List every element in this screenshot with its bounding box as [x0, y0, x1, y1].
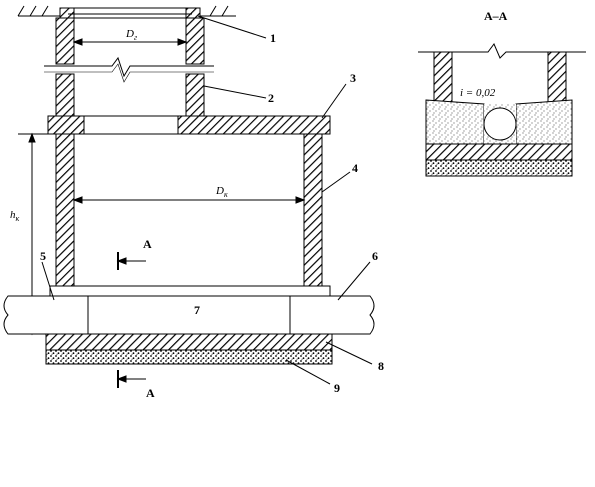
callout-leaders: [41, 15, 373, 385]
gravel-bed: [45, 349, 333, 365]
neck-wall-left-lower: [55, 73, 75, 117]
section-marker-label-bottom: А: [146, 386, 155, 400]
callout-2: 2: [268, 91, 274, 105]
callout-5: 5: [40, 249, 46, 263]
callout-6: 6: [372, 249, 378, 263]
neck-wall-right-lower: [185, 73, 205, 117]
pipe-inlet: [3, 295, 89, 335]
foundation-slab: [45, 333, 333, 351]
chamber-diameter-dimension: [72, 196, 306, 204]
chamber-wall-right: [303, 133, 323, 287]
section-title: А–А: [484, 9, 508, 23]
section-marker-label-top: А: [143, 237, 152, 251]
chamber-wall-left: [55, 133, 75, 287]
callout-7: 7: [194, 303, 200, 317]
callout-9: 9: [334, 381, 340, 395]
section-ground-line: [418, 43, 586, 59]
callout-4: 4: [352, 161, 358, 175]
hatch-frame: [61, 7, 199, 19]
section-marker-top: [116, 252, 146, 270]
neck-diameter-dimension: [72, 38, 188, 46]
base-slab: [45, 295, 333, 335]
break-line: [44, 56, 214, 83]
chamber-diameter-label: Dк: [215, 185, 228, 199]
section-slope-label: i = 0,02: [460, 87, 496, 99]
callout-1: 1: [270, 31, 276, 45]
section-marker-bottom: [116, 370, 146, 388]
section-gravel: [425, 159, 573, 177]
pipe-outlet: [289, 295, 375, 335]
callout-8: 8: [378, 359, 384, 373]
neck-diameter-label: Dг: [125, 28, 137, 42]
chamber-height-label: hк: [10, 209, 20, 223]
section-pipe: [483, 107, 517, 141]
callout-3: 3: [350, 71, 356, 85]
section-foundation: [425, 143, 573, 161]
neck-wall-right: [185, 17, 205, 65]
section-wall-left: [433, 51, 453, 103]
base-tray: [49, 285, 331, 297]
section-wall-right: [547, 51, 567, 103]
neck-wall-left: [55, 17, 75, 65]
